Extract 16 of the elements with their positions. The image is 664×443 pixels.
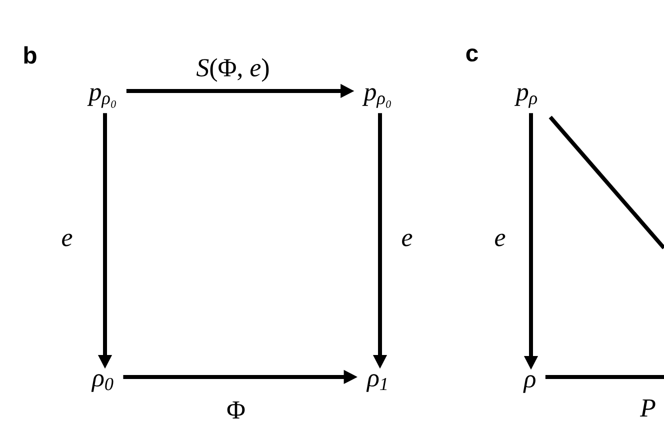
line xyxy=(548,116,664,250)
line xyxy=(545,375,664,379)
edge-label: Φ xyxy=(226,400,246,420)
panel-letter: c xyxy=(466,48,478,62)
math-term: ρ$_{0}$ xyxy=(91,374,114,392)
panel-letter: b xyxy=(24,46,36,64)
math-term: ρ$_{1}$ xyxy=(366,374,387,392)
edge-label: e xyxy=(493,232,507,248)
math-term: ρ xyxy=(523,375,536,393)
edge-label: S(Φ, e) xyxy=(195,57,271,83)
edge-label: P xyxy=(639,398,657,418)
edge-label: e xyxy=(400,232,414,248)
math-term: p$_{ρ₀}$ xyxy=(87,88,116,108)
math-term: p$_{ρ₀}$ xyxy=(362,88,391,108)
edge-label: e xyxy=(60,232,74,248)
math-term: p$_{ρ}$ xyxy=(514,88,538,108)
